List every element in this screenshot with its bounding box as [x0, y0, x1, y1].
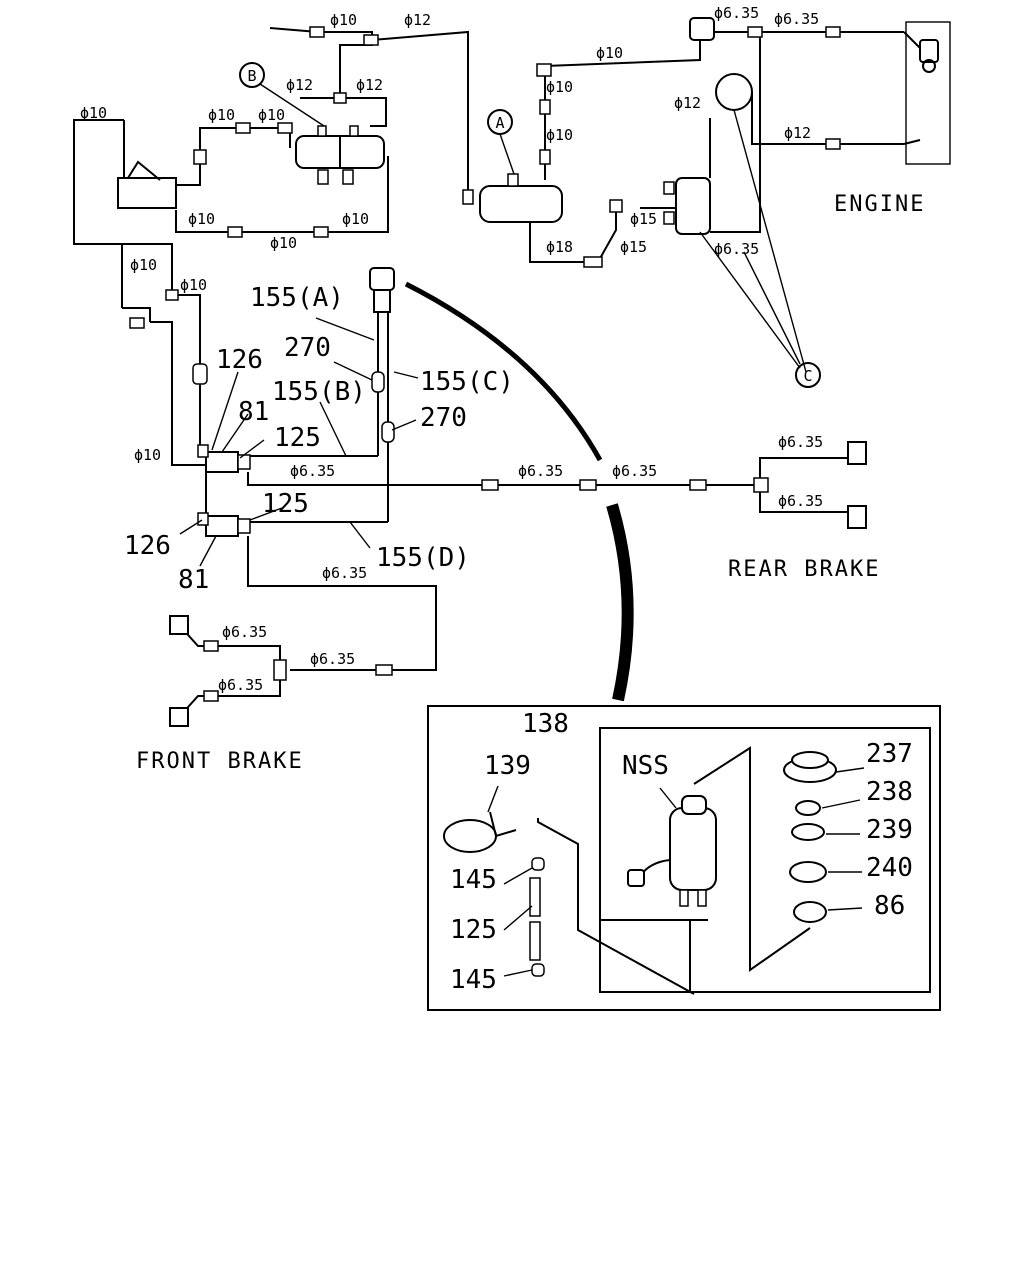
- pipe-size-labels: ϕ10 ϕ12 ϕ12 ϕ12 ϕ10 ϕ10 ϕ10 ϕ10 ϕ10 ϕ10 …: [80, 4, 823, 694]
- detail-arc-lower: [606, 503, 634, 702]
- pipe-label: ϕ6.35: [778, 433, 823, 451]
- pipe-label: ϕ12: [286, 76, 313, 94]
- part-label: 125: [450, 915, 497, 945]
- pipe-label: ϕ10: [188, 210, 215, 228]
- detail-arc: [404, 281, 603, 462]
- callout-a: A: [487, 109, 513, 135]
- rear-brake-label: REAR BRAKE: [728, 557, 880, 582]
- part-label: 138: [522, 709, 569, 739]
- part-label: 155(A): [250, 283, 344, 313]
- pipe-label: ϕ6.35: [714, 240, 759, 258]
- part-label: 145: [450, 965, 497, 995]
- svg-text:A: A: [495, 114, 504, 132]
- pipe-label: ϕ10: [546, 126, 573, 144]
- pipe-label: ϕ10: [596, 44, 623, 62]
- pipe-label: ϕ12: [674, 94, 701, 112]
- part-label: 125: [274, 423, 321, 453]
- pipe-label: ϕ10: [330, 11, 357, 29]
- callout-c: C: [795, 362, 821, 388]
- pipe-label: ϕ10: [342, 210, 369, 228]
- part-label: 270: [284, 333, 331, 363]
- part-label: 155(B): [272, 377, 366, 407]
- central-piping: [169, 83, 867, 727]
- pipe-label: ϕ10: [134, 446, 161, 464]
- pipe-label: ϕ12: [784, 124, 811, 142]
- part-label: 139: [484, 751, 531, 781]
- engine-label: ENGINE: [834, 192, 925, 217]
- part-label: 81: [178, 565, 209, 595]
- part-label: 270: [420, 403, 467, 433]
- part-label: NSS: [622, 751, 669, 781]
- pipe-label: ϕ15: [620, 238, 647, 256]
- part-label: 237: [866, 739, 913, 769]
- part-label: 126: [216, 345, 263, 375]
- pipe-label: ϕ10: [80, 104, 107, 122]
- pipe-label: ϕ10: [270, 234, 297, 252]
- pipe-label: ϕ6.35: [714, 4, 759, 22]
- part-label: 126: [124, 531, 171, 561]
- upper-right-piping: [479, 17, 951, 373]
- part-label: 125: [262, 489, 309, 519]
- part-label: 81: [238, 397, 269, 427]
- pipe-label: ϕ6.35: [322, 564, 367, 582]
- pipe-label: ϕ6.35: [778, 492, 823, 510]
- pipe-label: ϕ18: [546, 238, 573, 256]
- pipe-label: ϕ10: [208, 106, 235, 124]
- pipe-label: ϕ10: [180, 276, 207, 294]
- svg-text:B: B: [247, 67, 256, 85]
- part-label: 238: [866, 777, 913, 807]
- part-label: 240: [866, 853, 913, 883]
- pipe-label: ϕ6.35: [612, 462, 657, 480]
- pipe-label: ϕ10: [546, 78, 573, 96]
- front-brake-label: FRONT BRAKE: [136, 749, 304, 774]
- pipe-label: ϕ6.35: [310, 650, 355, 668]
- part-label: 239: [866, 815, 913, 845]
- pipe-label: ϕ6.35: [218, 676, 263, 694]
- section-labels: ENGINE REAR BRAKE FRONT BRAKE: [136, 192, 925, 774]
- pipe-label: ϕ15: [630, 210, 657, 228]
- part-label: 155(C): [420, 367, 514, 397]
- pipe-label: ϕ6.35: [290, 462, 335, 480]
- svg-text:C: C: [803, 367, 812, 385]
- pipe-label: ϕ12: [404, 11, 431, 29]
- part-number-labels: 155(A) 270 155(C) 126 155(B) 270 81 125 …: [124, 283, 913, 995]
- callout-b: B: [239, 62, 265, 88]
- pipe-label: ϕ10: [258, 106, 285, 124]
- detail-box: [427, 705, 941, 1011]
- pipe-label: ϕ10: [130, 256, 157, 274]
- part-label: 145: [450, 865, 497, 895]
- pipe-label: ϕ6.35: [518, 462, 563, 480]
- pipe-label: ϕ6.35: [222, 623, 267, 641]
- upper-left-piping: [73, 26, 474, 520]
- part-label: 155(D): [376, 543, 470, 573]
- part-label: 86: [874, 891, 905, 921]
- pipe-label: ϕ6.35: [774, 10, 819, 28]
- pipe-label: ϕ12: [356, 76, 383, 94]
